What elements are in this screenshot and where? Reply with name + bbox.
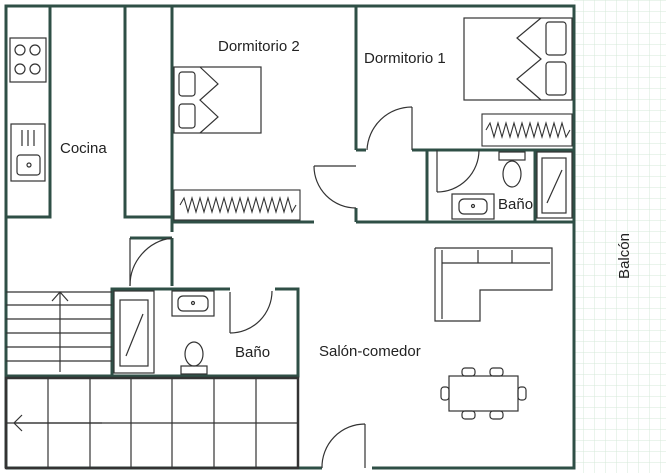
bathroom-sink-icon bbox=[451, 193, 495, 220]
toilet-icon bbox=[180, 341, 208, 375]
bathroom-sink-icon bbox=[171, 290, 215, 317]
kitchen-sink-icon bbox=[10, 123, 46, 182]
room-label-bath-right: Baño bbox=[498, 196, 533, 213]
room-label-bedroom-1: Dormitorio 1 bbox=[364, 50, 446, 67]
bed-icon bbox=[173, 66, 262, 134]
room-label-kitchen: Cocina bbox=[60, 140, 107, 157]
shower-icon bbox=[536, 151, 573, 219]
shower-icon bbox=[113, 290, 155, 374]
doors bbox=[129, 106, 480, 469]
stove-icon bbox=[9, 37, 47, 83]
room-label-bedroom-2: Dormitorio 2 bbox=[218, 38, 300, 55]
stairs bbox=[4, 291, 300, 470]
room-label-living: Salón-comedor bbox=[319, 343, 421, 360]
toilet-icon bbox=[498, 151, 526, 188]
dining-table-icon bbox=[440, 367, 527, 420]
balcony-area bbox=[574, 0, 666, 473]
room-label-balcony: Balcón bbox=[616, 233, 633, 279]
wardrobe-icon bbox=[173, 189, 301, 221]
bed-icon bbox=[463, 17, 573, 101]
sofa-icon bbox=[434, 247, 553, 322]
walls bbox=[4, 4, 576, 470]
room-label-bath-left: Baño bbox=[235, 344, 270, 361]
wardrobe-icon bbox=[481, 113, 573, 147]
